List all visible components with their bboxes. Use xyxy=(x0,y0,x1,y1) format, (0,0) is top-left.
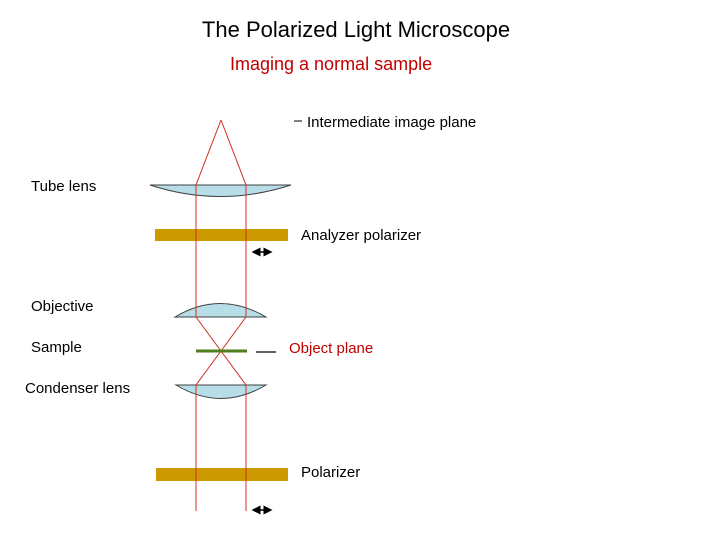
page-title: The Polarized Light Microscope xyxy=(201,17,511,42)
tube-lens-label: Tube lens xyxy=(31,178,97,195)
object-plane-label: Object plane xyxy=(289,340,374,357)
analyzer-polarizer-bar xyxy=(155,229,288,241)
page-subtitle: Imaging a normal sample xyxy=(230,54,433,74)
intermediate-image-plane-label: Intermediate image plane xyxy=(307,114,477,131)
analyzer-polarizer-label: Analyzer polarizer xyxy=(301,227,422,244)
objective-lens-shape xyxy=(173,303,268,318)
tube-lens-shape xyxy=(149,184,292,197)
light-rays xyxy=(195,119,247,511)
polarizer-label: Polarizer xyxy=(301,464,361,481)
sample-label: Sample xyxy=(31,339,82,356)
polarizer-bar xyxy=(156,468,288,481)
condenser-lens-shape xyxy=(174,384,268,399)
condenser-lens-label: Condenser lens xyxy=(25,380,131,397)
objective-label: Objective xyxy=(31,298,94,315)
